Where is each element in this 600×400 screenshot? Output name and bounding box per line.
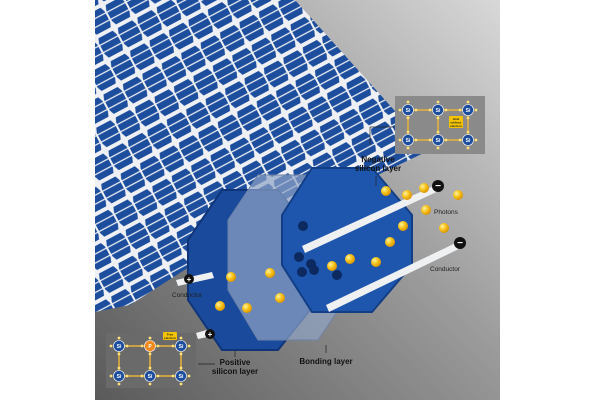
silicon-atom: Si (171, 366, 191, 386)
conductor-bar-upper (302, 183, 443, 253)
positive-layer-label-1: Positive (220, 358, 251, 367)
silicon-atom-label: Si (406, 108, 411, 114)
free-tag-line2: electron (164, 336, 176, 340)
layer-holes (294, 221, 342, 280)
negative-terminal-upper: − (432, 180, 444, 192)
photons-label: Photons (434, 209, 459, 216)
silicon-atom: Si (428, 100, 448, 120)
silicon-atom-label: Si (436, 108, 441, 114)
silicon-atom-label: Si (179, 344, 184, 350)
silicon-atom: Si (398, 130, 418, 150)
silicon-atom-label: Si (117, 344, 122, 350)
conductor-bar-lower (326, 240, 465, 312)
silicon-atom-label: Si (436, 138, 441, 144)
silicon-atom-label: Si (466, 138, 471, 144)
silicon-atom-label: Si (406, 138, 411, 144)
negative-terminal-lower: − (454, 237, 466, 249)
svg-text:+: + (208, 330, 213, 339)
negative-layer-label-1: Negative (361, 155, 395, 164)
negative-layer-label-2: silicon layer (355, 164, 401, 173)
silicon-atom: Si (140, 366, 160, 386)
conductor-label-left: Conductor (172, 292, 203, 299)
silicon-atom: Si (171, 336, 191, 356)
negative-silicon-layer (281, 167, 413, 313)
silicon-atom: Si (109, 366, 129, 386)
phosphorus-atom: P (140, 336, 160, 356)
positive-terminal-lower: + (205, 329, 215, 339)
photons (215, 183, 463, 313)
hole-tag-line2: without (450, 121, 462, 125)
silicon-atom: Si (458, 100, 478, 120)
silicon-atom: Si (428, 130, 448, 150)
bonding-layer-label: Bonding layer (299, 357, 352, 366)
positive-terminal-upper: + (184, 274, 194, 284)
silicon-atom-label: Si (117, 374, 122, 380)
silicon-atom-label: Si (148, 374, 153, 380)
free-tag-line1: Free (167, 333, 174, 337)
conductor-label-right: Conductor (430, 266, 461, 273)
svg-text:−: − (457, 238, 463, 249)
svg-text:−: − (435, 181, 441, 192)
silicon-atom: Si (458, 130, 478, 150)
svg-text:+: + (187, 275, 192, 284)
hole-tag-line3: electron (450, 124, 462, 128)
silicon-atom-label: Si (466, 108, 471, 114)
positive-layer-label-2: silicon layer (212, 367, 258, 376)
silicon-atom-label: Si (179, 374, 184, 380)
silicon-atom: Si (109, 336, 129, 356)
hole-tag-line1: Hole (453, 117, 460, 121)
silicon-atom: Si (398, 100, 418, 120)
solar-panel (95, 0, 430, 312)
phosphorus-atom-label: P (148, 344, 152, 350)
